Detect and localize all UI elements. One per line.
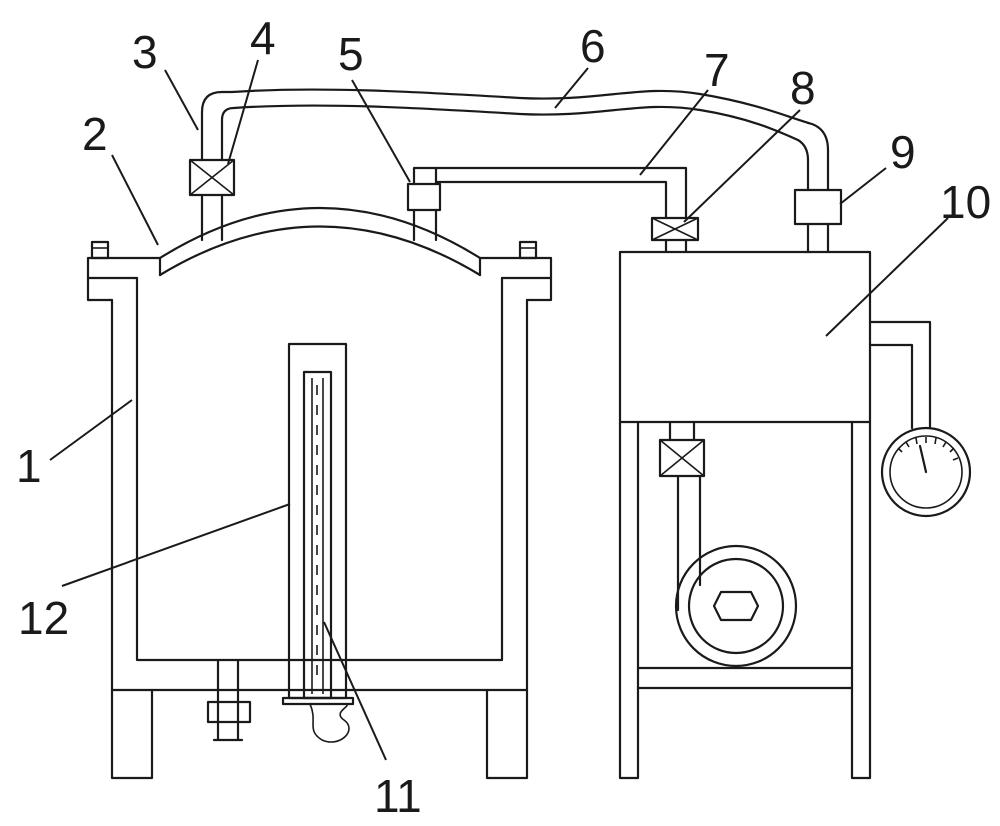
dome-lid (158, 207, 482, 277)
label-8: 8 (790, 62, 816, 114)
pressure-gauge (868, 320, 972, 518)
tank-fitting (793, 188, 843, 254)
label-2: 2 (82, 108, 108, 160)
label-6: 6 (580, 20, 606, 72)
pump-pipe (676, 474, 702, 612)
tank-stand (618, 420, 872, 780)
label-11: 11 (374, 770, 422, 822)
dome-fitting (406, 166, 442, 242)
label-9: 9 (890, 126, 916, 178)
flange-bolt-right (518, 240, 538, 260)
label-4: 4 (250, 12, 276, 64)
break-symbol (309, 703, 350, 743)
vessel-flange (86, 256, 553, 280)
drain-valve (206, 658, 252, 742)
inlet-valve (188, 158, 236, 197)
label-7: 7 (704, 44, 730, 96)
label-5: 5 (338, 28, 364, 80)
label-10: 10 (940, 176, 991, 228)
level-gauge (281, 342, 355, 706)
vacuum-pump (674, 544, 798, 668)
label-1: 1 (16, 440, 42, 492)
flange-bolt-left (90, 240, 110, 260)
vacuum-tank (618, 250, 872, 424)
tank-valve (650, 216, 700, 254)
top-pipe (230, 88, 830, 192)
inlet-pipe (200, 90, 236, 242)
vessel-body (86, 276, 553, 780)
label-12: 12 (18, 592, 69, 644)
pump-valve (658, 420, 706, 478)
label-3: 3 (132, 26, 158, 78)
connecting-pipe (434, 166, 688, 220)
leader-lines (49, 59, 949, 761)
